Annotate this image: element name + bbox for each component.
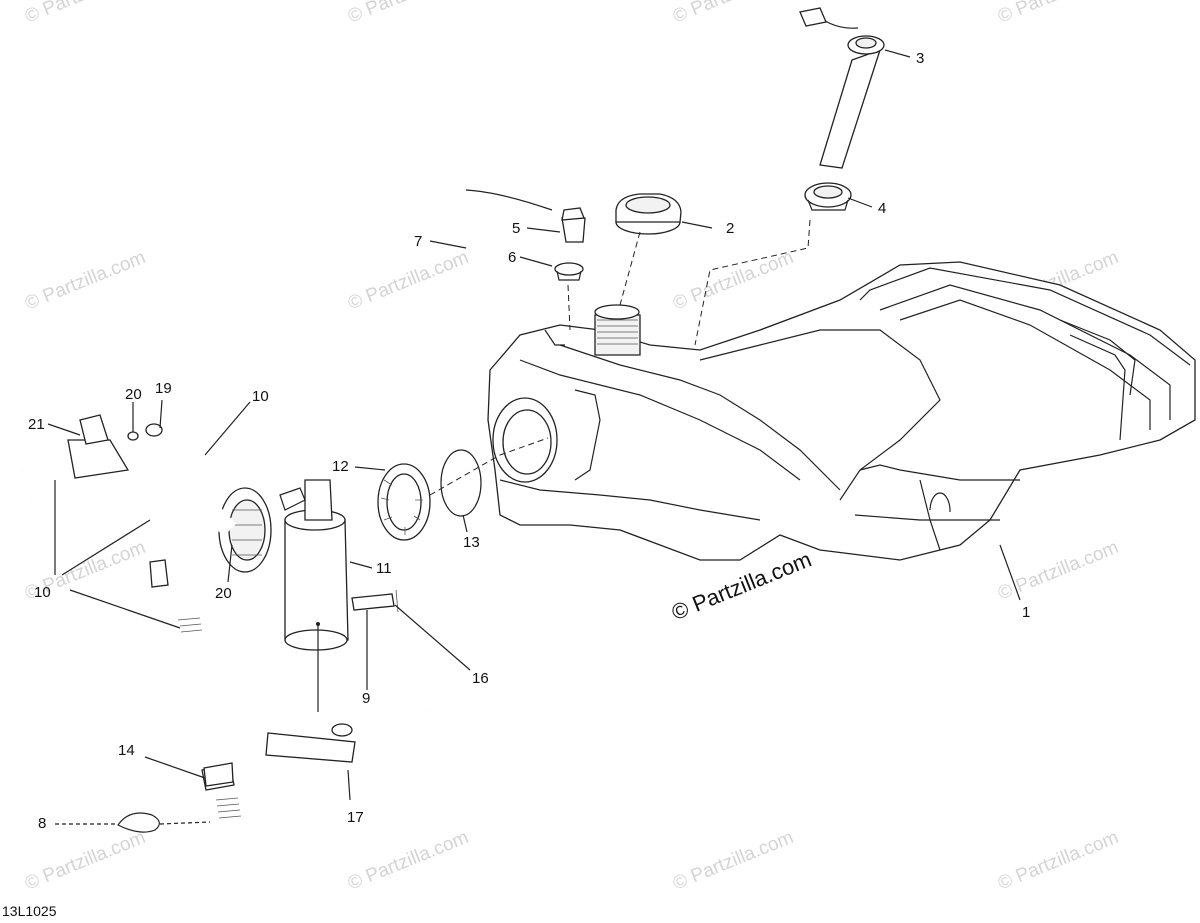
callout-7: 7 [414,233,423,250]
callout-2: 2 [726,220,735,237]
callout-8: 8 [38,815,47,832]
rollover-valve [561,207,586,243]
diagram-code: 13L1025 [2,903,57,919]
leader-lines [47,49,1021,825]
callout-9: 9 [362,690,371,707]
callout-14: 14 [118,742,135,759]
callout-19: 19 [155,380,172,397]
fuel-tank [487,261,1196,561]
callout-12: 12 [332,458,349,475]
callout-3: 3 [916,50,925,67]
hose-clamp [117,812,160,833]
callout-11: 11 [376,560,392,577]
callout-10: 10 [252,388,269,405]
callout-1: 1 [1022,604,1031,621]
fuel-level-sender [799,7,885,169]
callout-21: 21 [28,416,45,433]
grommet [804,182,852,211]
lock-ring [377,463,431,541]
valve-grommet [554,262,584,281]
callout-13: 13 [463,534,480,551]
fuel-cap [615,193,682,235]
callout-17: 17 [347,809,364,826]
callout-16: 16 [472,670,489,687]
callout-5: 5 [512,220,521,237]
fitting-cap [127,423,163,441]
callout-4: 4 [878,200,887,217]
vent-hose [398,189,553,714]
fuel-filter [265,723,356,763]
callout-20: 20 [125,386,142,403]
hose-coupler [203,762,234,787]
callout-20: 20 [215,585,232,602]
fuel-pump-module [218,479,399,712]
callout-10: 10 [34,584,51,601]
o-ring [440,449,482,517]
callout-6: 6 [508,249,517,266]
